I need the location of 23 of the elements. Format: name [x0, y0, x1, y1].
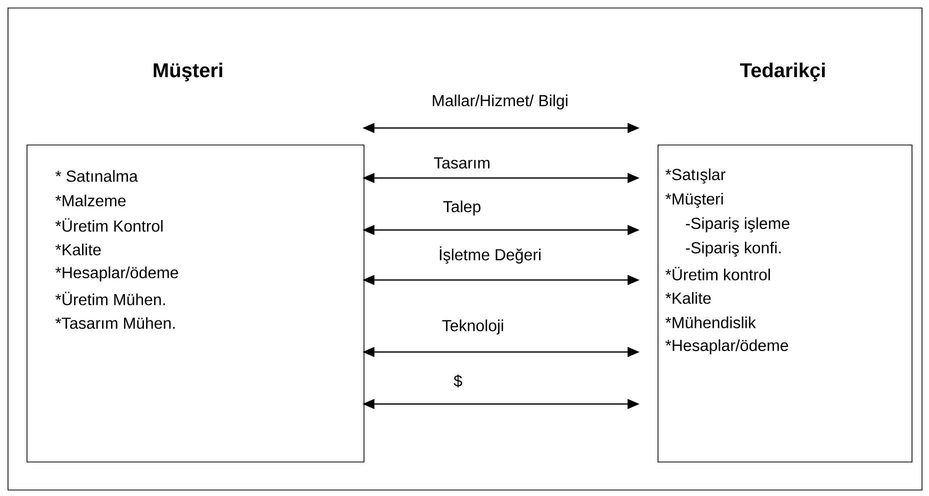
edge-label: $ [452, 374, 464, 388]
heading: Müşteri [154, 62, 222, 82]
list-item: *Üretim Kontrol [55, 218, 163, 232]
edge-label: Mallar/Hizmet/ Bilgi [430, 94, 570, 110]
list-item: *Kalite [55, 244, 101, 256]
edge-label: Tasarım [432, 156, 492, 170]
list-item: *Malzeme [55, 194, 126, 206]
list-item: *Hesaplar/ödeme [55, 266, 178, 282]
list-item: *Tasarım Mühen. [55, 317, 175, 329]
heading: Tedarikçi [740, 62, 825, 82]
list-item: *Hesaplar/ödeme [665, 339, 788, 354]
edge-label: Teknoloji [440, 318, 506, 336]
list-item: * Satınalma [55, 170, 138, 182]
list-item: *Kalite [665, 292, 711, 304]
list-item: *Müşteri [665, 192, 723, 208]
list-item: *Üretim kontrol [665, 266, 770, 280]
list-item: *Üretim Mühen. [55, 292, 165, 306]
list-item: *Mühendislik [665, 316, 756, 328]
list-item: -Sipariş işleme [686, 217, 790, 232]
list-item: -Sipariş konfi. [686, 242, 781, 257]
edge-label: Talep [442, 200, 482, 216]
list-item: *Satışlar [665, 168, 726, 184]
edge-label: İşletme Değeri [437, 245, 543, 265]
